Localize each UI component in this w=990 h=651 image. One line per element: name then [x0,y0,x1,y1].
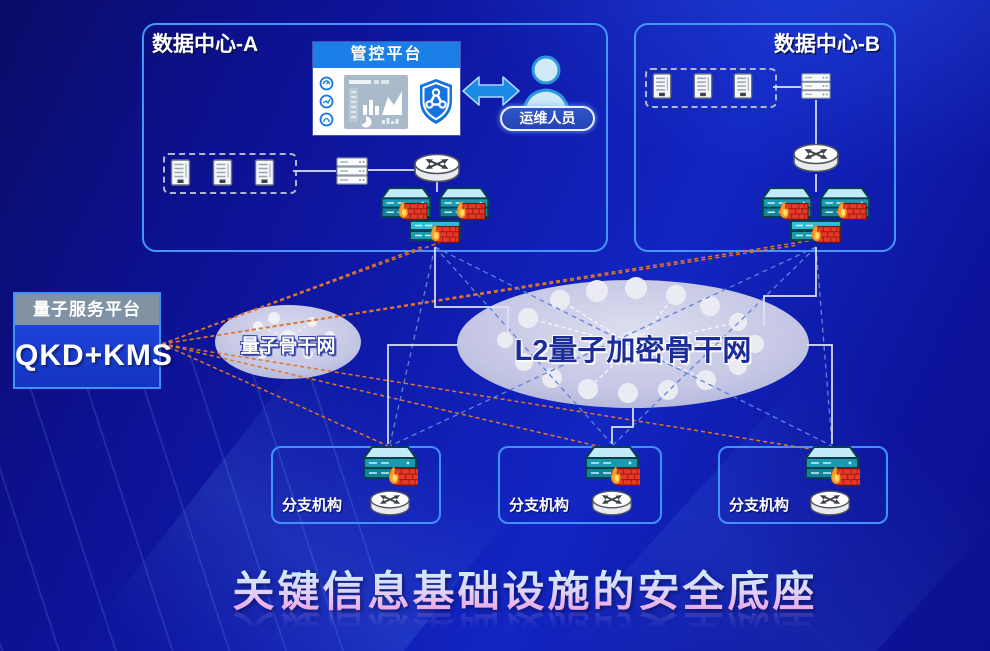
gauge-icon [319,94,334,109]
management-platform-panel: 管控平台 [313,42,460,135]
rack-group-b-box [645,68,777,108]
qkd-kms-label: QKD+KMS [15,325,172,387]
branch-office-3-box: 分支机构 [718,446,888,524]
branch-office-label: 分支机构 [509,497,570,514]
quantum-service-platform-box: 量子服务平台 QKD+KMS [13,292,172,389]
branch-office-1-box: 分支机构 [271,446,441,524]
management-platform-title: 管控平台 [313,42,460,68]
dashboard-icon [344,74,408,129]
quantum-service-platform-title: 量子服务平台 [15,294,159,325]
operator-pill: 运维人员 [500,106,595,131]
quantum-backbone-label: 量子骨干网 [240,336,336,357]
gauge-icons [319,76,334,127]
branch-office-label: 分支机构 [729,497,790,514]
datacenter-a-title: 数据中心-A [152,33,259,56]
branch-office-2-box: 分支机构 [498,446,662,524]
gauge-icon [319,112,334,127]
l2-backbone-label: L2量子加密骨干网 [514,335,752,367]
datacenter-b-title: 数据中心-B [773,33,880,56]
shield-icon [420,78,452,124]
gauge-icon [319,76,334,91]
management-platform-body [313,68,460,135]
rack-group-a-box [163,153,297,194]
branch-office-label: 分支机构 [282,497,343,514]
footer-title: 关键信息基础设施的安全底座 [165,558,885,619]
